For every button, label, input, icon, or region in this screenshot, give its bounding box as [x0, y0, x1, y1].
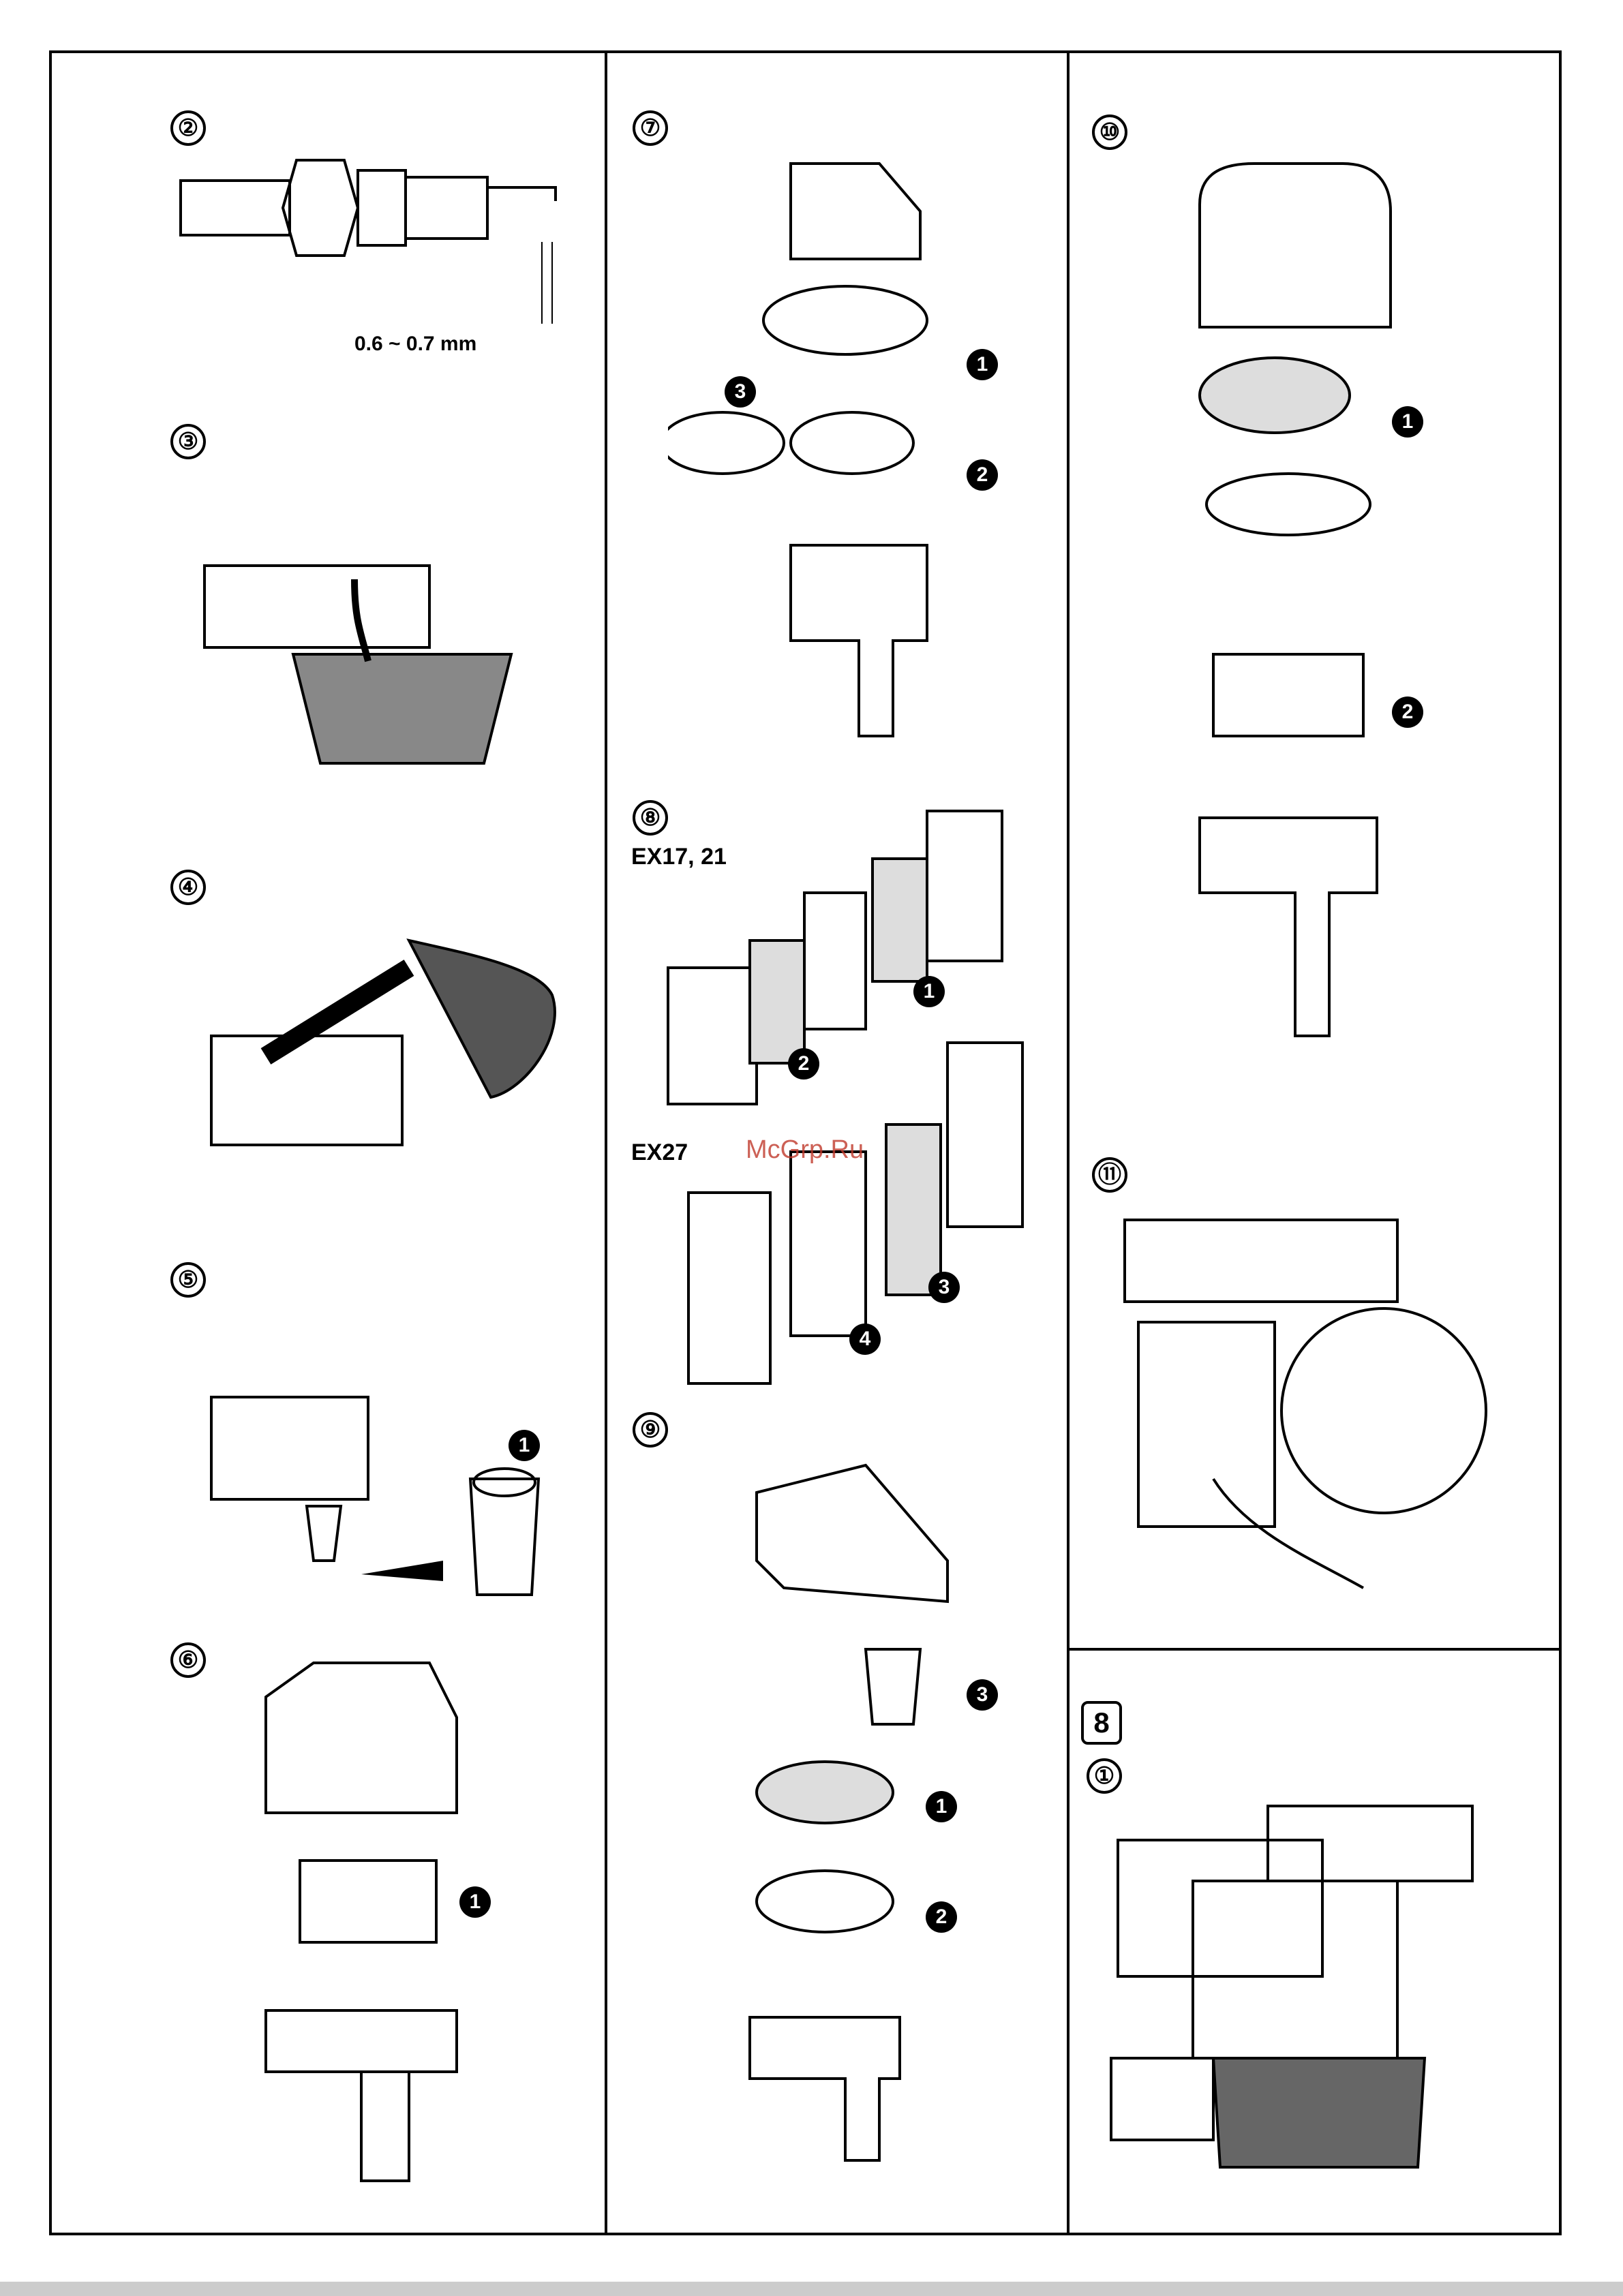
- callout-2: 2: [967, 459, 998, 491]
- engine-oil-drain-illustration: [1104, 1786, 1500, 2181]
- callout-1: 1: [926, 1791, 957, 1822]
- step-6-marker: ⑥: [170, 1642, 206, 1678]
- spark-plug-gap-label: 0.6 ~ 0.7 mm: [354, 333, 476, 356]
- step-7-marker: ⑦: [633, 110, 668, 146]
- callout-2: 2: [926, 1901, 957, 1933]
- callout-2: 2: [1392, 697, 1423, 728]
- fuel-cup-illustration: [191, 1295, 600, 1615]
- row-divider: [1067, 1648, 1562, 1651]
- oil-fill-illustration: [184, 886, 579, 1227]
- watermark: McGrp.Ru: [746, 1135, 864, 1165]
- callout-1: 1: [913, 976, 945, 1007]
- spark-plug-illustration: [174, 133, 610, 324]
- callout-1: 1: [967, 349, 998, 380]
- column-divider-1: [605, 53, 607, 2233]
- step-10-marker: ⑩: [1092, 114, 1127, 150]
- section-number-box: 8: [1081, 1701, 1122, 1745]
- air-cleaner-b-illustration: [668, 123, 941, 750]
- step-5-marker: ⑤: [170, 1262, 206, 1298]
- step-11-marker: ⑪: [1092, 1157, 1127, 1193]
- callout-3: 3: [928, 1272, 960, 1303]
- callout-3: 3: [967, 1679, 998, 1711]
- step-3-marker: ③: [170, 424, 206, 459]
- engine-service-illustration: [1111, 1206, 1493, 1608]
- callout-4: 4: [849, 1323, 881, 1355]
- callout-1: 1: [1392, 406, 1423, 438]
- air-cleaner-a-illustration: [259, 1656, 518, 2201]
- column-divider-2: [1067, 53, 1070, 2233]
- air-cleaner-d-illustration: [1186, 123, 1404, 1050]
- bottom-bar: [0, 2282, 1623, 2296]
- callout-1: 1: [459, 1886, 491, 1918]
- step-9-marker: ⑨: [633, 1412, 668, 1448]
- oil-drain-illustration: [184, 457, 593, 777]
- callout-1: 1: [509, 1430, 540, 1461]
- callout-3: 3: [725, 376, 756, 408]
